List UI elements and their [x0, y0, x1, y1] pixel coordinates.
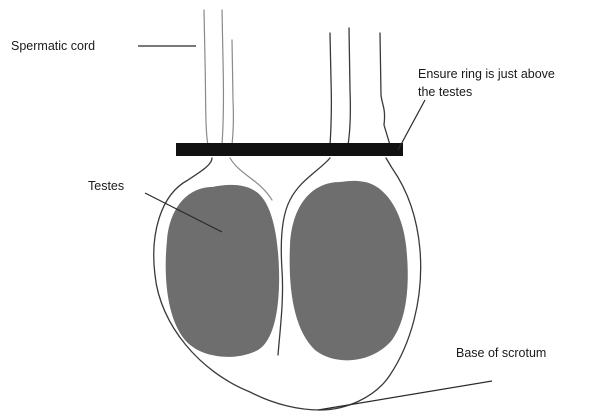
- label-ring-line1: Ensure ring is just above: [418, 67, 555, 81]
- label-spermatic-cord: Spermatic cord: [11, 39, 95, 53]
- label-testes: Testes: [88, 179, 124, 193]
- elastrator-ring: [176, 143, 403, 156]
- label-base-of-scrotum: Base of scrotum: [456, 346, 546, 360]
- base-leader: [318, 381, 492, 410]
- left-testis: [166, 185, 279, 357]
- ring-leader: [398, 100, 425, 150]
- right-spermatic-cord: [330, 28, 390, 145]
- right-testis: [290, 181, 408, 360]
- label-ring-line2: the testes: [418, 85, 472, 99]
- left-spermatic-cord: [204, 10, 233, 145]
